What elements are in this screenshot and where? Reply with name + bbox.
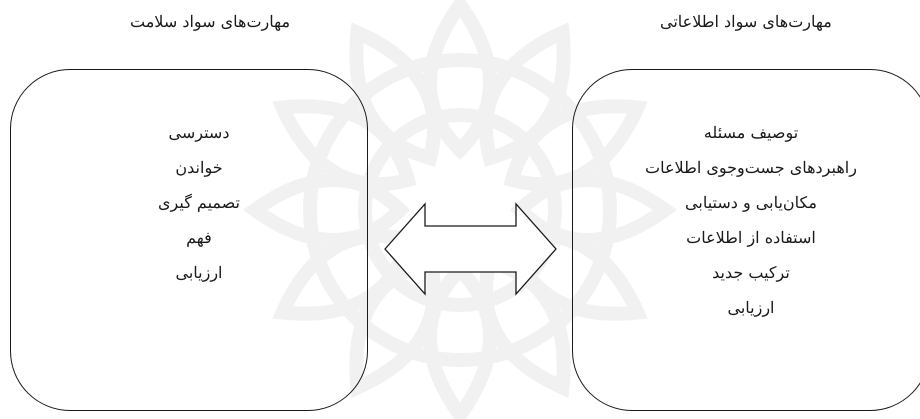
health-literacy-list: دسترسی خواندن تصمیم گیری فهم ارزیابی <box>11 120 367 295</box>
list-item: ارزیابی <box>11 260 367 295</box>
list-item: استفاده از اطلاعات <box>573 225 920 260</box>
list-item: فهم <box>11 225 367 260</box>
list-item: مکان‌یابی و دستیابی <box>573 190 920 225</box>
health-literacy-box: دسترسی خواندن تصمیم گیری فهم ارزیابی <box>10 69 368 411</box>
list-item: راهبردهای جست‌وجوی اطلاعات <box>573 155 920 190</box>
health-literacy-title: مهارت‌های سواد سلامت <box>130 12 290 31</box>
list-item: دسترسی <box>11 120 367 155</box>
list-item: تصمیم گیری <box>11 190 367 225</box>
information-literacy-box: توصیف مسئله راهبردهای جست‌وجوی اطلاعات م… <box>572 69 920 411</box>
information-literacy-title: مهارت‌های سواد اطلاعاتی <box>660 12 832 31</box>
double-headed-arrow-icon <box>383 202 558 296</box>
list-item: توصیف مسئله <box>573 120 920 155</box>
list-item: ترکیب جدید <box>573 260 920 295</box>
list-item: ارزیابی <box>573 295 920 330</box>
list-item: خواندن <box>11 155 367 190</box>
information-literacy-list: توصیف مسئله راهبردهای جست‌وجوی اطلاعات م… <box>573 120 920 330</box>
